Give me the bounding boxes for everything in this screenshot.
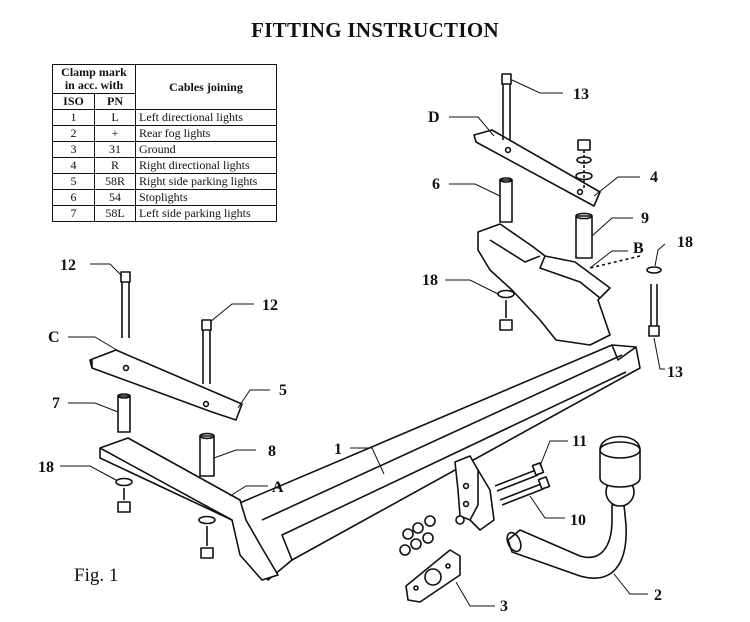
bolt-12-left-2 — [201, 319, 212, 384]
callout-c: C — [48, 329, 60, 346]
socket-plate-3 — [405, 549, 461, 603]
callout-3: 3 — [500, 598, 508, 615]
center-nuts-washers — [399, 515, 465, 556]
washer-nut-left-1 — [115, 477, 133, 513]
spacer-9 — [575, 212, 593, 259]
callout-12-left: 12 — [60, 257, 76, 274]
callout-13-top: 13 — [573, 86, 589, 103]
bolt-12-left-1 — [120, 271, 131, 338]
cable-cell: Right side parking lights — [135, 173, 277, 190]
leader-lines — [60, 79, 666, 607]
header-pn: PN — [94, 93, 136, 110]
callout-9: 9 — [641, 210, 649, 227]
callout-12-middle: 12 — [262, 297, 278, 314]
callout-5: 5 — [279, 382, 287, 399]
cable-cell: Left side parking lights — [135, 205, 277, 222]
table-row: 4 R Right directional lights — [52, 157, 277, 174]
washer-nut-left-2 — [198, 515, 216, 559]
spacer-8 — [199, 432, 215, 477]
header-cables-joining: Cables joining — [135, 64, 277, 110]
iso-cell: 7 — [52, 205, 95, 222]
callout-labels: 13 D 6 4 9 B 18 18 13 12 12 C 5 7 8 18 A… — [38, 86, 693, 615]
callout-b: B — [633, 240, 644, 257]
spacer-6 — [499, 177, 513, 223]
callout-7: 7 — [52, 395, 60, 412]
page-title: FITTING INSTRUCTION — [251, 18, 499, 42]
pn-cell: 31 — [94, 141, 136, 158]
callout-8: 8 — [268, 443, 276, 460]
callout-d: D — [428, 109, 440, 126]
cable-cell: Ground — [135, 141, 277, 158]
bolt-10 — [499, 476, 551, 506]
left-bracket — [99, 437, 279, 581]
callout-11: 11 — [572, 433, 587, 450]
callout-a: A — [272, 479, 284, 496]
callout-1: 1 — [334, 441, 342, 458]
callout-18-left: 18 — [38, 459, 54, 476]
washer-nut-right — [497, 289, 515, 331]
main-crossbar — [234, 344, 641, 581]
callout-10: 10 — [570, 512, 586, 529]
cable-cell: Stoplights — [135, 189, 277, 206]
pn-cell: 54 — [94, 189, 136, 206]
callout-13-right: 13 — [667, 364, 683, 381]
spacer-7 — [117, 393, 131, 433]
table-row: 6 54 Stoplights — [52, 189, 277, 206]
bolt-11 — [494, 462, 545, 492]
nut-washer-stack-4 — [575, 139, 593, 190]
callout-2: 2 — [654, 587, 662, 604]
callout-6: 6 — [432, 176, 440, 193]
callout-18-right: 18 — [677, 234, 693, 251]
table-header-row: Clamp mark in acc. with Cables joining — [52, 64, 277, 110]
table-row: 3 31 Ground — [52, 141, 277, 158]
table-row: 7 58L Left side parking lights — [52, 205, 277, 222]
pn-cell: 58L — [94, 205, 136, 222]
center-mounting-plates — [454, 455, 495, 531]
callout-4: 4 — [650, 169, 658, 186]
clamp-mark-table: Clamp mark in acc. with Cables joining I… — [52, 64, 277, 222]
figure-label: Fig. 1 — [74, 565, 119, 586]
bolt-13-top — [501, 73, 512, 140]
callout-18-center: 18 — [422, 272, 438, 289]
right-bracket — [477, 223, 611, 346]
ball-cap — [599, 435, 641, 488]
cable-cell: Right directional lights — [135, 157, 277, 174]
bolt-13-right — [589, 255, 662, 337]
header-clamp-mark: Clamp mark in acc. with — [52, 64, 136, 94]
